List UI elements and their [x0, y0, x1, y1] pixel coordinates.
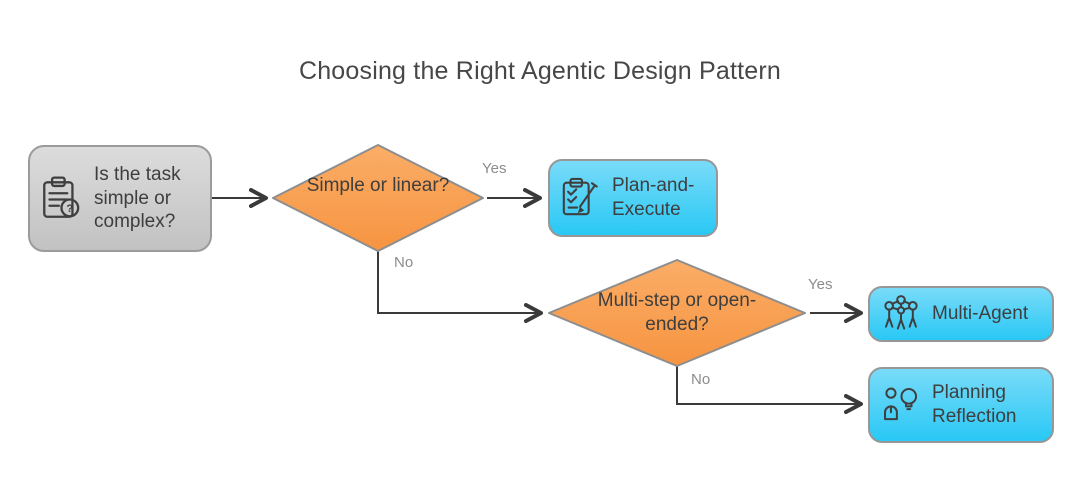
svg-text:?: ?	[66, 203, 73, 215]
edge-label-no-2: No	[691, 371, 711, 388]
node-multi-agent-label: Multi-Agent	[932, 303, 1029, 325]
clipboard-pencil-icon	[560, 177, 602, 219]
diagram-title: Choosing the Right Agentic Design Patter…	[298, 57, 782, 85]
edge-decision2-no-to-reflection	[676, 366, 863, 414]
edge-label-yes-1: Yes	[482, 160, 507, 177]
node-planning-reflection-label: Planning Reflection	[932, 382, 1017, 427]
clipboard-question-icon: ?	[39, 175, 85, 223]
node-question: ? Is the task simple or complex?	[28, 145, 212, 252]
edge-decision1-no-to-decision2	[377, 251, 543, 323]
node-plan-and-execute-label: Plan-and-Execute	[612, 175, 695, 220]
agent-network-icon	[880, 294, 922, 334]
edge-label-no-1: No	[394, 254, 414, 271]
person-lightbulb-icon	[880, 383, 922, 427]
decision-diamond-simple-or-linear	[272, 144, 484, 252]
edge-label-yes-2: Yes	[808, 276, 833, 293]
node-multi-agent: Multi-Agent	[868, 286, 1054, 342]
decision-simple-label: Simple or linear?	[306, 175, 450, 196]
node-question-label: Is the task simple or complex?	[94, 163, 181, 233]
decision-multistep-label: Multi-step or open-ended?	[597, 290, 757, 335]
node-planning-reflection: Planning Reflection	[868, 367, 1054, 443]
decision-diamond-multistep-or-openended	[548, 259, 806, 367]
node-plan-and-execute: Plan-and-Execute	[548, 159, 718, 237]
